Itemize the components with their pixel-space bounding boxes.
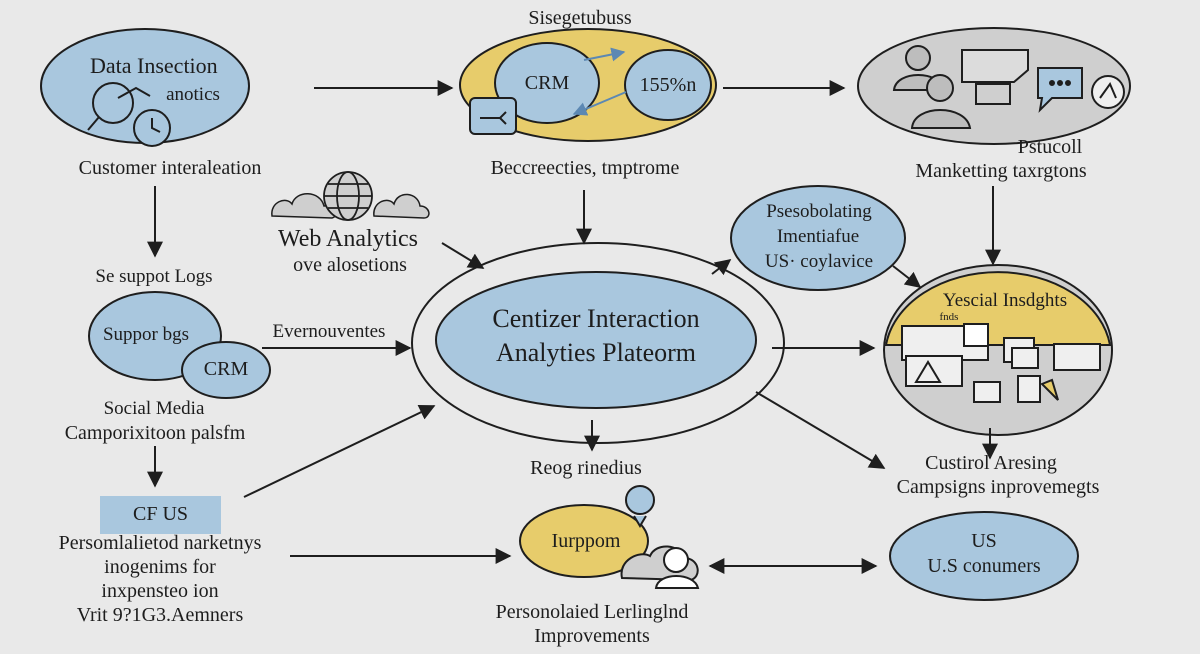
- web-analytics-title: Web Analytics: [277, 226, 419, 252]
- customer-interaleation-label: Customer interaleation: [78, 157, 262, 179]
- magnifier-icon: [87, 82, 151, 131]
- us-consumers-label: U.S conumers: [927, 555, 1041, 577]
- arrow-inner-blue-1: [583, 47, 626, 62]
- personolaied-line1: Personolaied Lerlinglnd: [495, 601, 689, 623]
- data-insection-title: Data Insection: [90, 53, 218, 78]
- arrow-cfus-to-central: [243, 405, 436, 498]
- personalized-line2: inogenims for: [104, 556, 216, 578]
- screen-icon: [901, 323, 1101, 403]
- people-icon: [892, 45, 972, 129]
- us-label: US: [971, 530, 997, 552]
- speech-bubble-icon: [961, 49, 1125, 113]
- top-title-label: Sisegetubuss: [528, 7, 632, 29]
- central-node: [435, 271, 757, 409]
- iurppom-node: [519, 504, 649, 578]
- web-analytics-sub: ove alosetions: [293, 254, 407, 276]
- crm-left-label: CRM: [203, 358, 249, 380]
- personolaied-line2: Improvements: [534, 625, 650, 647]
- crm-left-node: [181, 341, 271, 399]
- yescial-tiny-label: fnds: [939, 311, 959, 323]
- us-consumers-node: [889, 511, 1079, 601]
- personalized-line3: inxpensteo ion: [101, 580, 219, 602]
- evernouventes-label: Evernouventes: [272, 321, 386, 342]
- chat-icon: [469, 97, 517, 135]
- us-coylavice-label: US· coylavice: [764, 251, 874, 272]
- yescial-insights-label: Yescial Insdghts: [942, 290, 1068, 311]
- arrow-psesobolating-to-insights: [892, 265, 922, 288]
- personalized-line1: Persomlalietod narketnys: [58, 532, 262, 554]
- chart-icon: [905, 355, 1059, 401]
- cfus-box: [100, 496, 221, 534]
- percent-node: [624, 49, 712, 121]
- campsigns-label: Campsigns inprovemegts: [896, 476, 1100, 498]
- cfus-label: CF US: [132, 503, 189, 525]
- pstucoll-label: Pstucoll: [1017, 136, 1083, 158]
- data-insection-sub: anotics: [166, 84, 220, 105]
- beccreecties-label: Beccreecties, tmptrome: [490, 157, 680, 179]
- arrow-inner-blue-2: [572, 91, 627, 116]
- arrow-central-to-psesobolating: [711, 259, 732, 276]
- personalized-line4: Vrit 9?1G3.Aemners: [76, 604, 244, 626]
- social-media-label: Social Media: [103, 398, 205, 419]
- suppor-bgs-label: Suppor bgs: [102, 324, 190, 345]
- percent-label: 155%n: [639, 74, 697, 96]
- arrow-central-to-custirol: [755, 391, 886, 469]
- camporixitoon-label: Camporixitoon palsfm: [64, 422, 246, 444]
- imentiafue-label: Imentiafue: [776, 226, 860, 247]
- globe-icon: [323, 171, 373, 221]
- user-icon: [620, 485, 700, 589]
- psesobolating-node: [730, 185, 906, 291]
- iurppom-label: Iurppom: [551, 530, 621, 552]
- psesobolating-label: Psesobolating: [766, 201, 872, 222]
- manketting-label: Manketting taxrgtons: [915, 160, 1087, 182]
- arrow-web-to-central: [441, 242, 485, 269]
- support-logs-label: Se suppot Logs: [95, 266, 213, 287]
- reogrinedius-label: Reog rinedius: [530, 457, 642, 479]
- central-platform-title: Centizer Interaction: [492, 304, 700, 333]
- custirol-label: Custirol Aresing: [925, 452, 1057, 474]
- cloud-icon: [271, 193, 430, 219]
- central-platform-subtitle: Analyties Plateorm: [495, 338, 696, 367]
- clock-icon: [133, 109, 171, 147]
- crm-top-label: CRM: [524, 72, 570, 94]
